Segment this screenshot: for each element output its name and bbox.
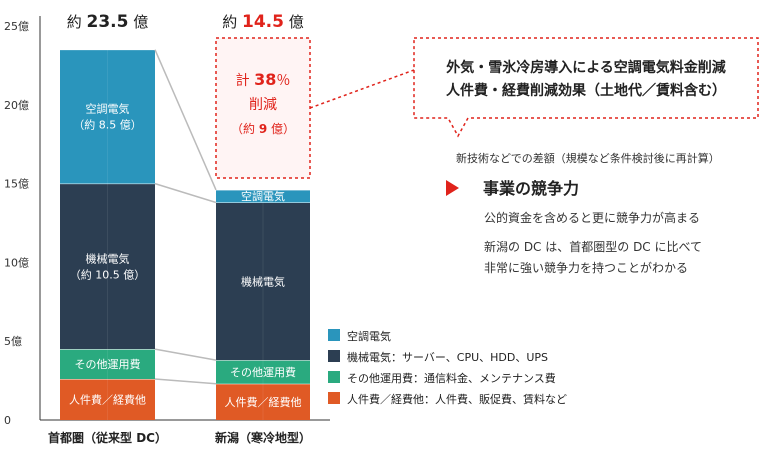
competitiveness-line-3: 非常に強い競争力を持つことがわかる <box>484 260 688 275</box>
bar-segment-label: 人件費／経費他 <box>225 395 302 409</box>
y-tick-label: 20億 <box>4 99 29 112</box>
bar-segment-label: 人件費／経費他 <box>69 393 146 407</box>
bar-segment-label: 機械電気 <box>241 274 285 288</box>
legend-label: 人件費／経費他：人件費、販促費、賃料など <box>347 392 567 406</box>
bar-total-suffix: 億 <box>128 13 148 31</box>
reduction-prefix: 計 <box>236 73 254 89</box>
note-line-1: 外気・雪氷冷房導入による空調電気料金削減 <box>446 59 726 76</box>
bar-total-label: 約 14.5 億 <box>222 12 304 32</box>
connector-line <box>154 182 217 204</box>
note-box <box>413 37 759 138</box>
legend-label: その他運用費：通信料金、メンテナンス費 <box>347 371 556 385</box>
bar-total-prefix: 約 <box>67 13 87 31</box>
callout-connector <box>309 69 415 109</box>
y-tick-label: 0 <box>4 414 11 427</box>
competitiveness-heading: 事業の競争力 <box>483 179 579 198</box>
note-line-2: 人件費・経費削減効果（土地代／賃料含む） <box>446 82 726 99</box>
play-triangle-icon <box>446 180 459 196</box>
connector-line <box>154 348 217 361</box>
bar-segment-label: （約 8.5 億） <box>73 118 142 132</box>
x-category-label: 新潟（寒冷地型） <box>215 430 311 445</box>
reduction-suffix: ％ <box>276 73 290 89</box>
reduction-line-3: （約 9 億） <box>231 121 295 136</box>
competitiveness-line-2: 新潟の DC は、首都圏型の DC に比べて <box>484 239 702 254</box>
reduction-callout-box <box>215 37 311 179</box>
bar-segment-labor <box>60 379 155 420</box>
reduction-value: 38 <box>254 70 276 89</box>
reduction-amount-suffix: 億） <box>267 122 295 136</box>
bar-segment-machine <box>216 202 310 361</box>
bar-segment-label: 空調電気 <box>241 189 285 203</box>
legend-swatch-machine <box>328 350 340 362</box>
y-tick-label: 25億 <box>4 20 29 33</box>
bar-segment-machine <box>60 183 155 350</box>
legend-label: 空調電気 <box>347 329 391 343</box>
reduction-line-2: 削減 <box>249 96 277 113</box>
bar-total-value: 23.5 <box>87 12 129 32</box>
x-category-label: 首都圏（従来型 DC） <box>48 430 167 445</box>
legend-swatch-aircon <box>328 329 340 341</box>
bar-segment-other <box>60 349 155 380</box>
bar-segment-label: その他運用費 <box>230 365 296 379</box>
y-tick-label: 15億 <box>4 178 29 191</box>
bar-segment-labor <box>216 383 310 420</box>
bar-total-suffix: 億 <box>284 13 304 31</box>
bar-segment-aircon <box>60 49 155 184</box>
legend-swatch-other <box>328 371 340 383</box>
connector-line <box>154 378 217 385</box>
legend-swatch-labor <box>328 392 340 404</box>
bar-segment-aircon <box>216 189 310 203</box>
y-tick-label: 10億 <box>4 256 29 269</box>
bar-total-value: 14.5 <box>242 12 284 32</box>
bar-segment-label: 空調電気 <box>86 102 130 116</box>
legend-label: 機械電気：サーバー、CPU、HDD、UPS <box>347 350 548 364</box>
bar-total-label: 約 23.5 億 <box>67 12 149 32</box>
reduction-amount-value: 9 <box>259 122 267 136</box>
bar-segment-other <box>216 360 310 384</box>
bar-total-prefix: 約 <box>222 13 242 31</box>
reduction-amount-prefix: （約 <box>231 121 259 136</box>
competitiveness-line-1: 公的資金を含めると更に競争力が高まる <box>484 210 700 225</box>
bar-segment-label: （約 10.5 億） <box>70 267 146 281</box>
connector-line <box>154 49 217 191</box>
bar-segment-label: その他運用費 <box>75 357 141 371</box>
reduction-line-1: 計 38％ <box>236 70 291 89</box>
y-tick-label: 5億 <box>4 335 22 348</box>
annotation-text: 新技術などでの差額（規模など条件検討後に再計算） <box>456 151 720 165</box>
bar-segment-label: 機械電気 <box>86 251 130 265</box>
